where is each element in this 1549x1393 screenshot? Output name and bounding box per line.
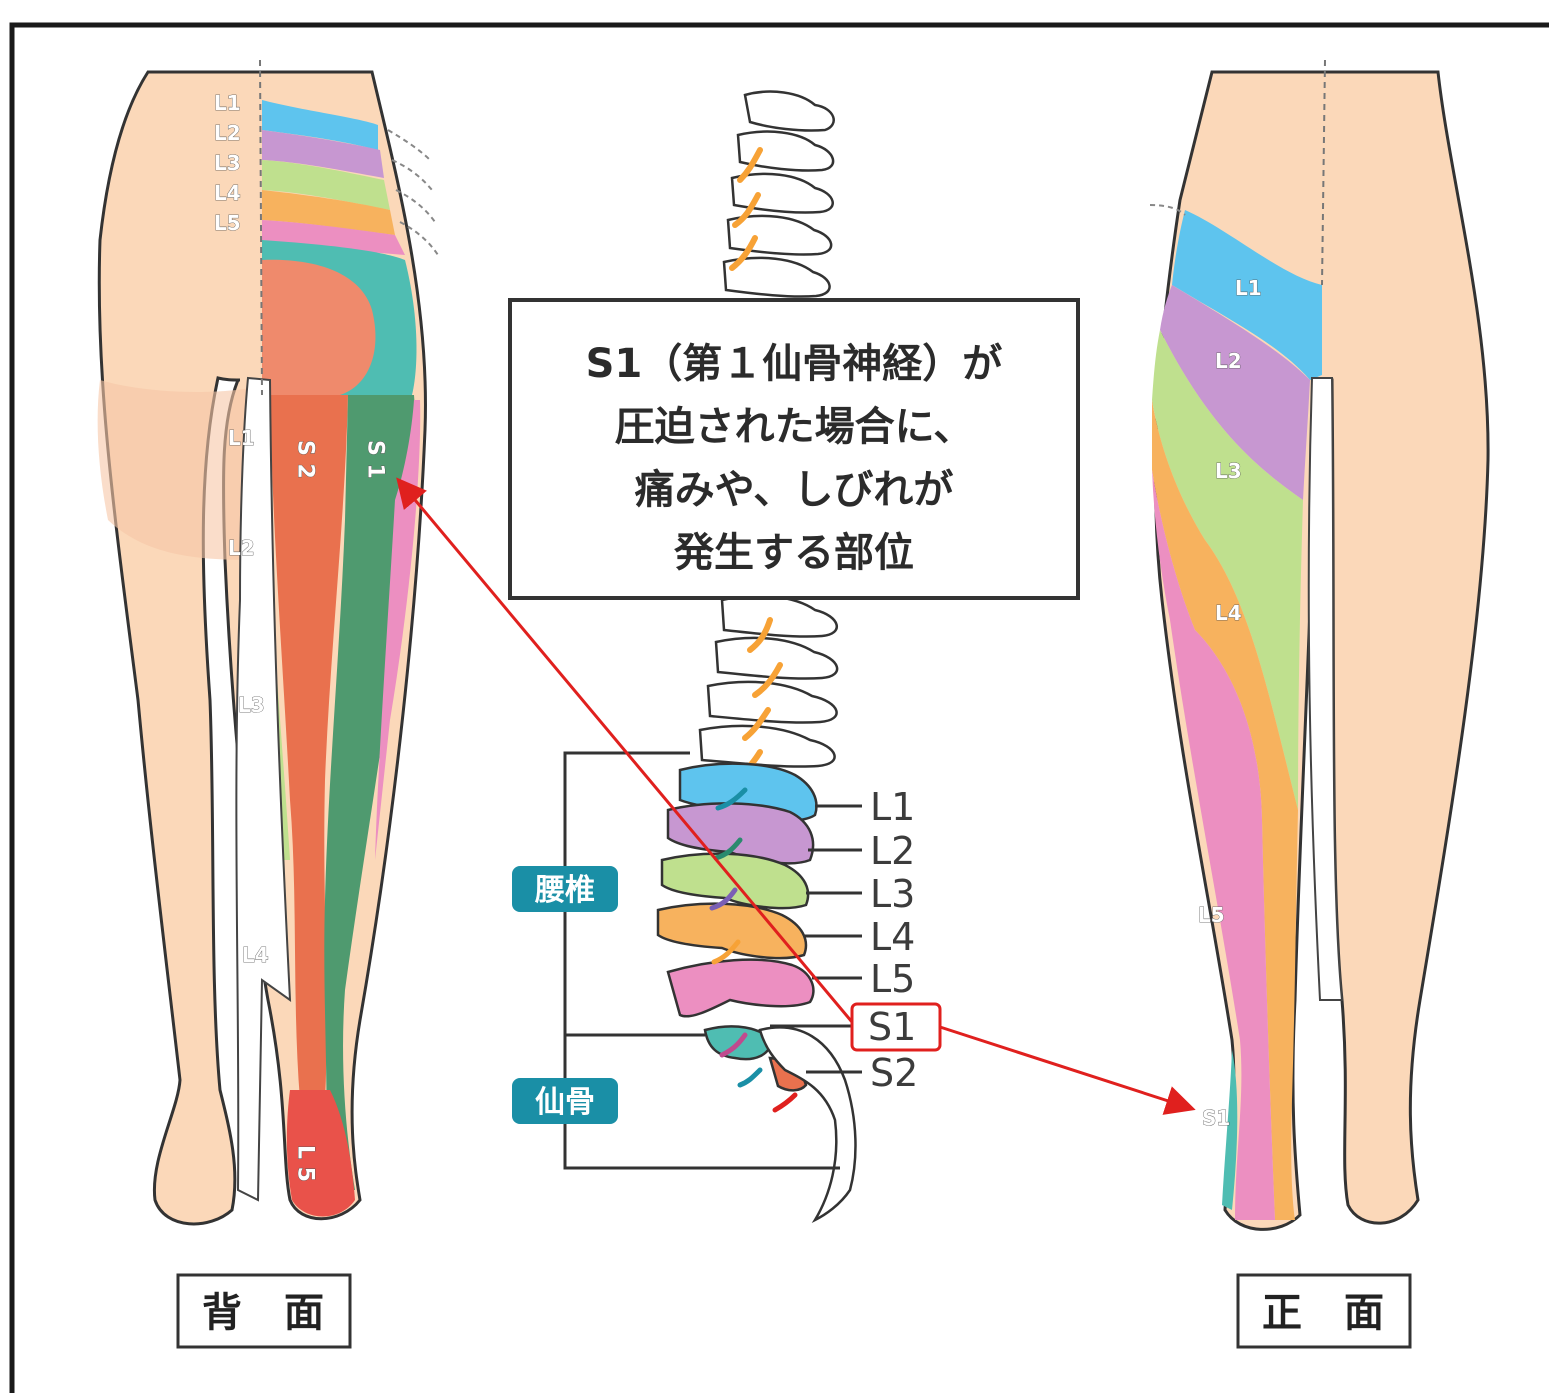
spine-label-l3: L3 (870, 872, 915, 916)
callout-line-2: 圧迫された場合に、 (615, 404, 974, 450)
zone-label-s1: S 1 (363, 440, 388, 479)
back-hip-label: L5 (214, 211, 241, 235)
front-label: L3 (1215, 459, 1242, 483)
back-hip-label: L1 (214, 91, 241, 115)
callout-line-4: 発生する部位 (674, 530, 914, 576)
back-hip-label: L4 (214, 181, 241, 205)
tag-lumbar-label: 腰椎 (535, 873, 595, 908)
back-inner-label: L2 (228, 536, 255, 560)
tag-sacrum: 仙骨 (512, 1078, 618, 1124)
view-label-back: 背 面 (178, 1275, 350, 1347)
back-hip-label: L2 (214, 121, 241, 145)
spine-label-l5: L5 (870, 957, 915, 1001)
back-inner-label: L1 (228, 426, 255, 450)
tag-lumbar: 腰椎 (512, 866, 618, 912)
front-label: L5 (1198, 903, 1225, 927)
front-label: L1 (1235, 276, 1262, 300)
back-hip-labels: L1 L2 L3 L4 L5 (214, 91, 241, 235)
back-inner-label: L3 (238, 693, 265, 717)
callout-line-3: 痛みや、しびれが (635, 467, 954, 513)
zone-label-l5: L 5 (293, 1145, 318, 1182)
front-label: S1 (1202, 1106, 1230, 1130)
view-label-back-text: 背 面 (202, 1290, 338, 1336)
spine-label-s1: S1 (868, 1005, 916, 1049)
spine-label-s2: S2 (870, 1051, 918, 1095)
view-label-front: 正 面 (1238, 1275, 1410, 1347)
spine-label-l4: L4 (870, 915, 915, 959)
spine-label-l1: L1 (870, 785, 915, 829)
zone-label-s2: S 2 (293, 440, 318, 479)
front-label: L4 (1215, 601, 1242, 625)
front-label: L2 (1215, 349, 1242, 373)
spine-label-l2: L2 (870, 829, 915, 873)
back-inner-label: L4 (242, 943, 269, 967)
callout-line-1: S1（第１仙骨神経）が (586, 341, 1003, 387)
callout-box: S1（第１仙骨神経）が 圧迫された場合に、 痛みや、しびれが 発生する部位 (510, 300, 1078, 598)
back-hip-label: L3 (214, 151, 241, 175)
tag-sacrum-label: 仙骨 (535, 1085, 595, 1120)
view-label-front-text: 正 面 (1262, 1290, 1398, 1336)
